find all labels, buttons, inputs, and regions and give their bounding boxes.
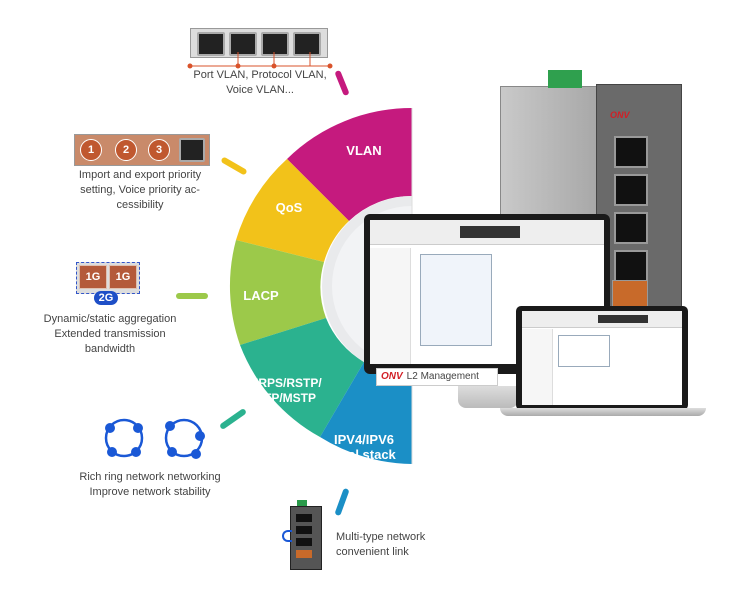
priority-badge-2: 2 xyxy=(115,139,137,161)
segment-label-erps: ERPS/RSTP/ STP/MSTP xyxy=(250,376,322,405)
lacp-port-2: 1G xyxy=(109,265,137,289)
wheel-segment-erps xyxy=(240,318,364,437)
monitor-stand xyxy=(458,386,518,408)
segment-label-lacp: LACP xyxy=(243,288,279,303)
laptop-image xyxy=(516,306,688,410)
wheel-segment-lacp xyxy=(229,240,326,345)
wheel-segment-qos xyxy=(236,159,349,262)
vlan-ports-image xyxy=(190,28,328,58)
monitor-image xyxy=(364,214,610,374)
vlan-pointer xyxy=(335,70,349,96)
multi-network-caption: Multi-type network convenient link xyxy=(336,531,426,558)
wheel-segment-vlan xyxy=(287,107,412,221)
lacp-port-1: 1G xyxy=(79,265,107,289)
vlan-caption: Port VLAN, Protocol VLAN, Voice VLAN... xyxy=(193,69,327,96)
erps-pointer xyxy=(220,409,246,429)
segment-label-ipv: IPV4/IPV6 dual stack xyxy=(332,432,396,462)
priority-badge-1: 1 xyxy=(80,139,102,161)
lacp-total-badge: 2G xyxy=(94,291,118,305)
segment-label-qos: QoS xyxy=(275,200,303,215)
lacp-caption: Dynamic/static aggregation Extended tran… xyxy=(43,313,177,355)
din-rail-switch-image xyxy=(282,500,332,570)
qos-pointer xyxy=(221,157,247,175)
laptop-base xyxy=(500,408,706,416)
ring-network-icon xyxy=(104,418,205,459)
segment-label-vlan: VLAN xyxy=(346,143,382,158)
priority-badge-3: 3 xyxy=(148,139,170,161)
qos-caption: Import and export priority setting, Voic… xyxy=(78,169,202,211)
qos-ports-image xyxy=(74,134,210,166)
vlan-connector-lines xyxy=(187,52,333,69)
ipv-pointer xyxy=(335,488,349,516)
wheel-segment-ipv xyxy=(320,362,412,464)
lacp-pointer xyxy=(176,293,208,299)
ring-caption: Rich ring network networking Improve net… xyxy=(79,471,221,498)
